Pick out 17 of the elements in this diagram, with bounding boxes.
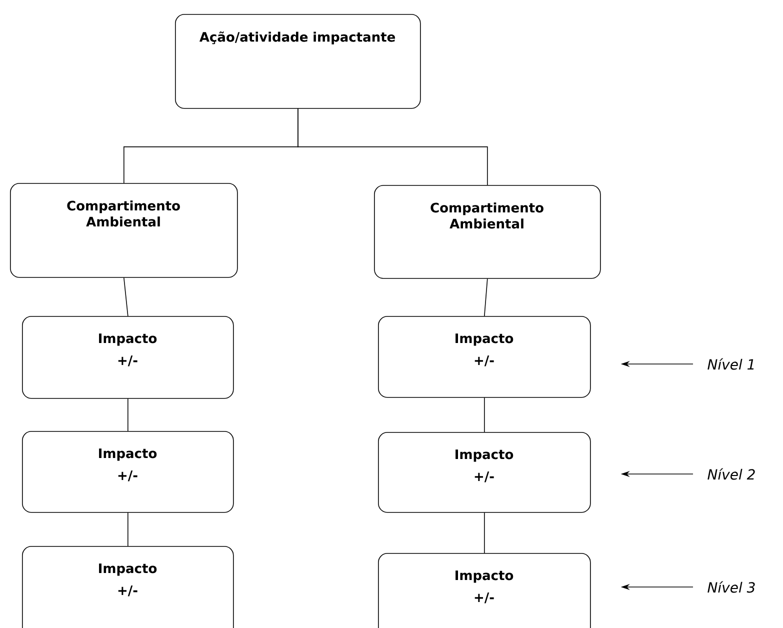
box: Impacto +/- bbox=[22, 546, 234, 628]
box: Impacto +/- bbox=[378, 432, 591, 513]
connector bbox=[124, 277, 128, 316]
box: Impacto +/- bbox=[22, 316, 234, 399]
connector bbox=[298, 108, 488, 186]
box: Impacto +/- bbox=[22, 431, 234, 513]
box: Compartimento Ambiental bbox=[10, 183, 238, 278]
level-label: Nível 2 bbox=[708, 468, 755, 480]
box: Ação/atividade impactante bbox=[175, 14, 421, 109]
connector bbox=[484, 397, 485, 432]
connector bbox=[484, 278, 488, 316]
box: Impacto +/- bbox=[378, 553, 591, 628]
level-label: Nível 3 bbox=[708, 581, 755, 593]
box: Compartimento Ambiental bbox=[374, 185, 601, 279]
connector bbox=[484, 512, 485, 554]
level-label: Nível 1 bbox=[708, 358, 754, 370]
box: Impacto +/- bbox=[378, 316, 591, 398]
